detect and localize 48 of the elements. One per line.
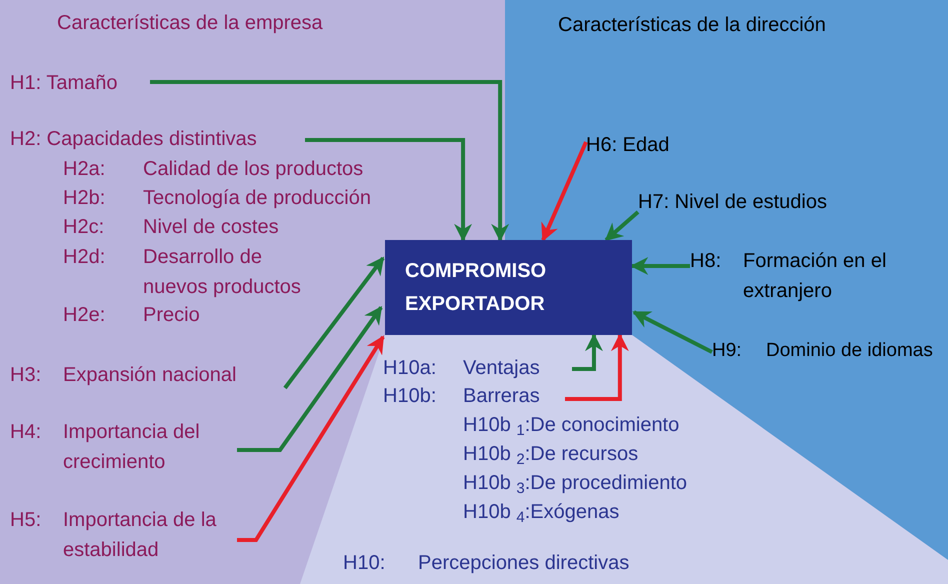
label-text: H10: [343,551,386,576]
label-text: H10b $_{3}$:De procedimiento [463,471,688,498]
label-text: Desarrollo de nuevos productos [143,245,302,300]
hypothesis-code: H10a: [383,356,438,381]
hypothesis-text: Importancia de la estabilidad [63,508,218,563]
label-text: Percepciones directivas [418,551,630,576]
hypothesis-text: H2: Capacidades distintivas [10,127,258,152]
label-text: Características de la dirección [558,13,826,38]
hypothesis-text: H1: Tamaño [10,71,118,96]
arrow [632,310,713,354]
label-text: Precio [143,303,201,328]
hypothesis-code: H10b: [383,384,438,409]
arrow [565,333,629,401]
hypothesis-text: H7: Nivel de estudios [638,190,828,215]
arrow [305,138,472,242]
hypothesis-text: Formación en el extranjero [743,249,888,304]
arrow [541,141,588,242]
label-text: H2c: [63,215,104,240]
label-text: H2d: [63,245,106,270]
hypothesis-code: H9: [712,339,743,363]
label-text: H10b $_{2}$:De recursos [463,442,638,469]
label-text: H10b $_{4}$:Exógenas [463,500,620,527]
hypothesis-code: H3: [10,363,42,388]
hypothesis-text: Expansión nacional [63,363,238,388]
arrow [630,257,690,276]
hypothesis-text: Importancia del crecimiento [63,420,201,475]
hypothesis-code: H8: [690,249,722,274]
label-text: Calidad de los productos [143,157,364,182]
hypothesis-text: Dominio de idiomas [766,339,934,363]
arrow [237,306,383,452]
hypothesis-text: H6: Edad [586,133,670,158]
label-text: Características de la empresa [57,11,323,36]
label-text: H2b: [63,186,106,211]
label-text: H2e: [63,303,106,328]
arrow [604,210,640,242]
label-text: H2a: [63,157,106,182]
label-text: Tecnología de producción [143,186,372,211]
arrow [572,333,603,371]
concept-box: COMPROMISO EXPORTADOR [385,240,632,335]
label-text: H10b $_{1}$:De conocimiento [463,413,680,440]
arrow [283,256,385,390]
hypothesis-text: Ventajas [463,356,541,381]
hypothesis-code: H5: [10,508,42,533]
label-text: Nivel de costes [143,215,280,240]
hypothesis-code: H4: [10,420,42,445]
arrow [150,80,510,242]
hypothesis-text: Barreras [463,384,541,409]
arrow [237,335,385,542]
